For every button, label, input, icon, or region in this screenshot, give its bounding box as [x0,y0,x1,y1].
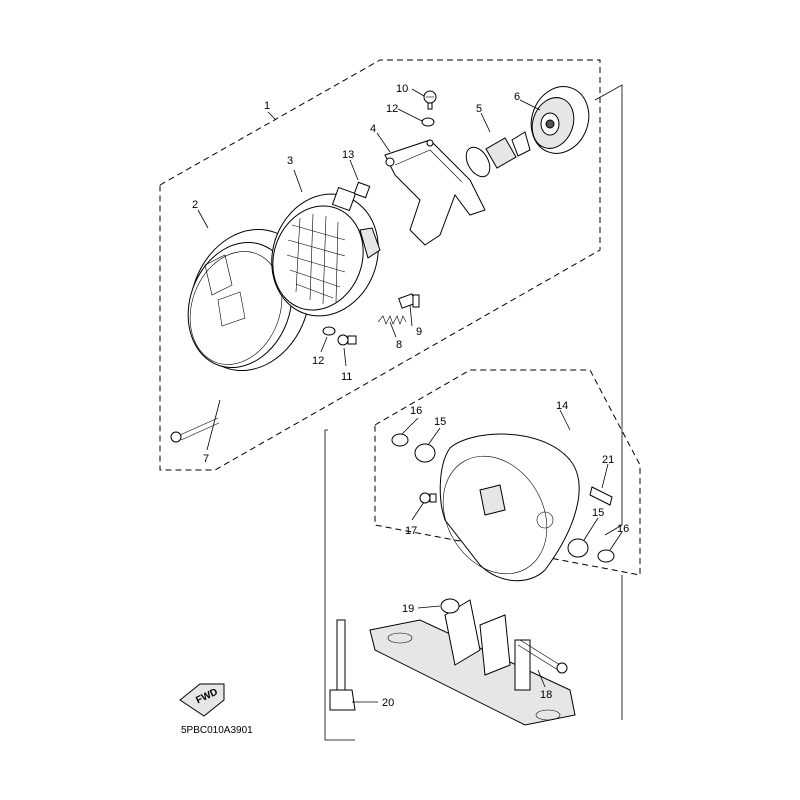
callout-12-lower: 12 [312,355,324,367]
reference-line-group1 [594,84,623,536]
callout-14: 14 [556,400,568,412]
callout-3: 3 [287,155,293,167]
part-housing [439,433,580,582]
part-bracket [384,139,486,246]
callout-7: 7 [203,453,209,465]
callout-6: 6 [514,91,520,103]
part-bushing-left [391,433,436,463]
callout-8: 8 [396,339,402,351]
part-cable-tie [329,619,356,711]
callout-20: 20 [382,697,394,709]
part-headlight-unit [271,186,381,317]
part-bushing-right [567,538,615,563]
callout-1: 1 [264,100,270,112]
callout-15-left: 15 [434,416,446,428]
part-washer-lower [322,326,336,336]
reference-line-group2 [324,429,355,741]
callout-10: 10 [396,83,408,95]
part-spring [377,315,407,325]
part-nut [353,181,371,199]
part-screw-lower [337,334,357,346]
part-screw-top [423,90,437,110]
part-long-screw [170,417,220,443]
part-bulb [465,131,531,178]
part-bulb-cover [530,86,590,154]
part-washer-top [421,117,435,127]
callout-19: 19 [402,603,414,615]
callout-16-right: 16 [617,523,629,535]
part-bolt-17 [419,492,437,504]
callout-5: 5 [476,103,482,115]
callout-18: 18 [540,689,552,701]
callout-12-top: 12 [386,103,398,115]
part-nut-19 [440,598,460,614]
part-bolt-18 [517,639,568,674]
diagram-code: 5PBC010A3901 [181,725,253,736]
callout-13: 13 [342,149,354,161]
callout-11: 11 [341,371,352,383]
callout-4: 4 [370,123,376,135]
callout-9: 9 [416,326,422,338]
callout-15-right: 15 [592,507,604,519]
callout-2: 2 [192,199,198,211]
callout-16-left: 16 [410,405,422,417]
callout-21: 21 [602,454,614,466]
part-collar [589,486,613,506]
part-lower-bracket [369,599,576,726]
fwd-arrow-icon: FWD [179,683,225,717]
callout-17: 17 [405,525,417,537]
part-adjust-screw [398,293,420,309]
leader-lines [197,88,623,703]
headlight-assembly-outline [159,59,601,471]
